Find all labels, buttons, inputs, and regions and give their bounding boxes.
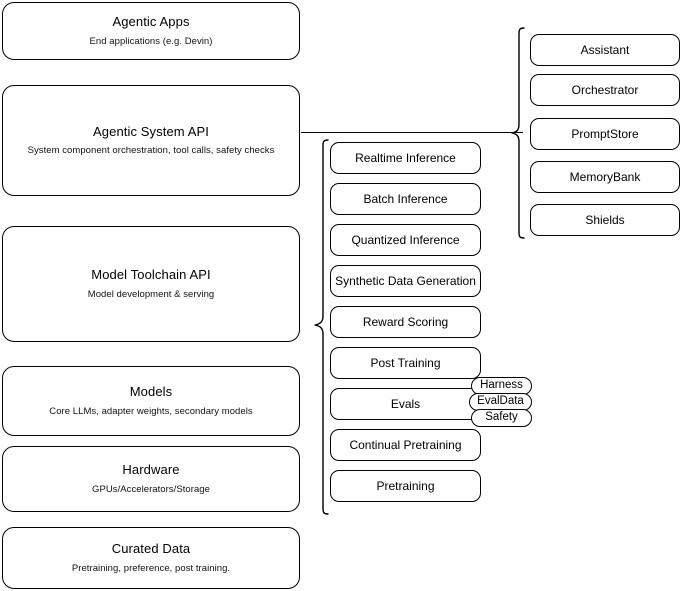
layer-agentic-apps[interactable]: Agentic Apps End applications (e.g. Devi… <box>2 2 300 60</box>
layer-curated-data[interactable]: Curated Data Pretraining, preference, po… <box>2 527 300 589</box>
tag-label: Harness <box>480 379 523 392</box>
capability-label: Pretraining <box>376 478 435 493</box>
brace-agentic-system-components <box>511 26 525 242</box>
component-memorybank[interactable]: MemoryBank <box>530 161 680 193</box>
capability-reward-scoring[interactable]: Reward Scoring <box>330 306 481 338</box>
layer-title: Curated Data <box>111 541 191 557</box>
component-label: PromptStore <box>571 126 639 141</box>
layer-subtitle: End applications (e.g. Devin) <box>89 35 213 47</box>
layer-title: Hardware <box>122 462 180 478</box>
component-label: Shields <box>585 212 625 227</box>
component-label: MemoryBank <box>569 169 641 184</box>
layer-subtitle: Model development & serving <box>87 288 215 300</box>
capability-label: Batch Inference <box>363 191 448 206</box>
capability-continual-pretraining[interactable]: Continual Pretraining <box>330 429 481 461</box>
brace-model-toolchain-capabilities <box>313 138 329 518</box>
capability-label: Evals <box>390 396 421 411</box>
layer-title: Agentic Apps <box>112 14 190 30</box>
tag-safety[interactable]: Safety <box>471 409 532 427</box>
component-shields[interactable]: Shields <box>530 204 680 236</box>
capability-realtime-inference[interactable]: Realtime Inference <box>330 142 481 174</box>
capability-label: Reward Scoring <box>362 314 449 329</box>
capability-quantized-inference[interactable]: Quantized Inference <box>330 224 481 256</box>
layer-model-toolchain-api[interactable]: Model Toolchain API Model development & … <box>2 226 300 342</box>
connector-line-system-api-to-components <box>301 132 523 134</box>
layer-title: Agentic System API <box>93 123 209 139</box>
capability-label: Quantized Inference <box>351 232 460 247</box>
tag-label: Safety <box>485 411 518 424</box>
capability-post-training[interactable]: Post Training <box>330 347 481 379</box>
capability-label: Realtime Inference <box>355 150 456 165</box>
component-orchestrator[interactable]: Orchestrator <box>530 74 680 106</box>
layer-title: Models <box>129 384 173 400</box>
capability-evals[interactable]: Evals <box>330 388 481 420</box>
layer-models[interactable]: Models Core LLMs, adapter weights, secon… <box>2 366 300 436</box>
layer-subtitle: Core LLMs, adapter weights, secondary mo… <box>49 405 253 417</box>
layer-agentic-system-api[interactable]: Agentic System API System component orch… <box>2 85 300 196</box>
component-label: Assistant <box>580 42 630 57</box>
component-label: Orchestrator <box>571 82 639 97</box>
component-assistant[interactable]: Assistant <box>530 34 680 66</box>
layer-hardware[interactable]: Hardware GPUs/Accelerators/Storage <box>2 446 300 512</box>
layer-subtitle: System component orchestration, tool cal… <box>27 145 275 157</box>
capability-pretraining[interactable]: Pretraining <box>330 470 481 502</box>
tag-label: EvalData <box>477 395 524 408</box>
capability-label: Post Training <box>370 355 441 370</box>
layer-title: Model Toolchain API <box>91 267 211 283</box>
layer-subtitle: GPUs/Accelerators/Storage <box>92 483 210 495</box>
component-promptstore[interactable]: PromptStore <box>530 118 680 150</box>
capability-label: Synthetic Data Generation <box>335 273 476 288</box>
layer-subtitle: Pretraining, preference, post training. <box>71 562 231 574</box>
capability-synthetic-data-generation[interactable]: Synthetic Data Generation <box>330 265 481 297</box>
capability-label: Continual Pretraining <box>349 437 462 452</box>
capability-batch-inference[interactable]: Batch Inference <box>330 183 481 215</box>
